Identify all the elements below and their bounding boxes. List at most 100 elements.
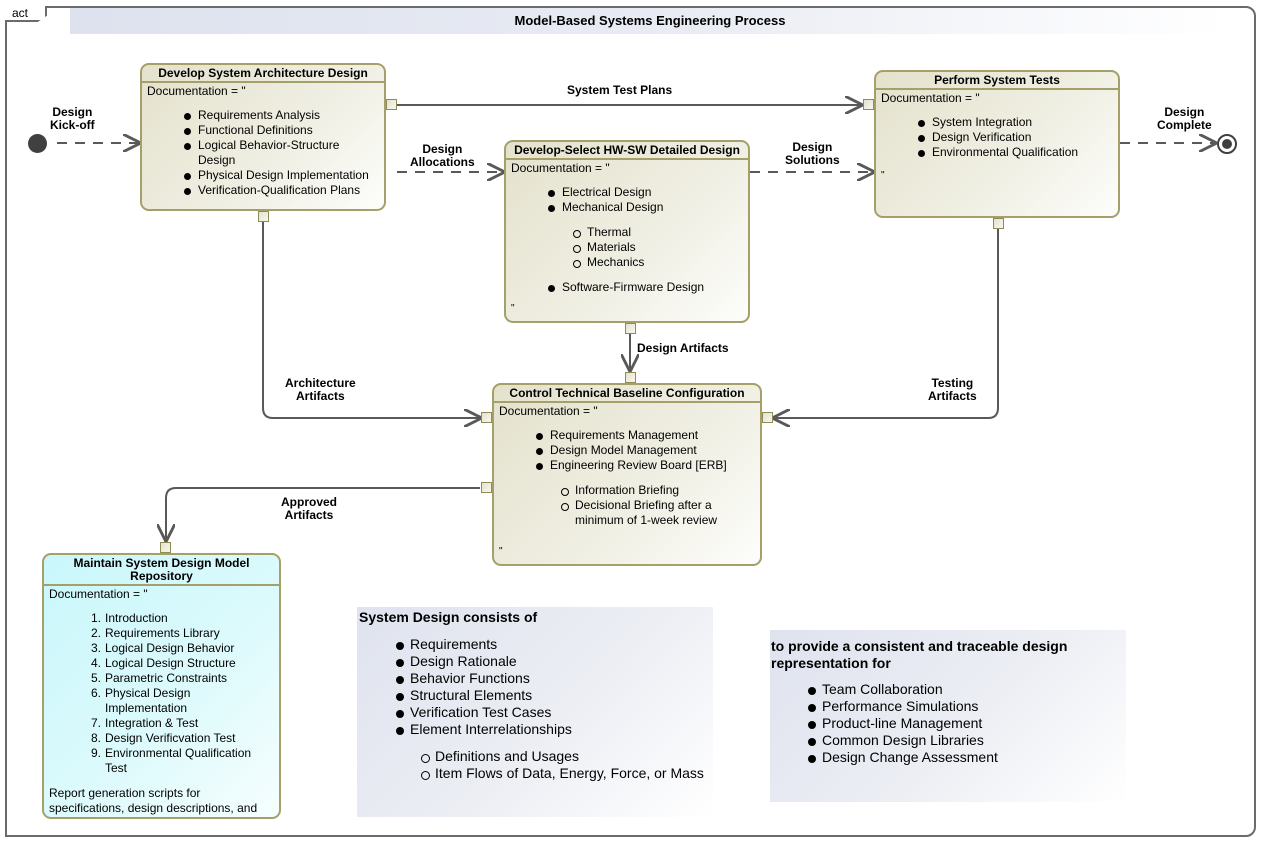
list-item: 6. Physical Design Implementation (91, 686, 274, 716)
action-perform-system-tests[interactable]: Perform System Tests Documentation = " S… (874, 70, 1120, 218)
list-item: Element Interrelationships (396, 721, 711, 738)
list-item: Logical Behavior-Structure Design (184, 138, 379, 168)
label-line: Architecture (285, 376, 356, 390)
bullet-list: Software-Firmware Design (548, 280, 743, 295)
doc-open: Documentation = " (499, 404, 598, 418)
doc-open: Documentation = " (49, 587, 148, 601)
list-number: 8. (90, 731, 101, 745)
edge-architecture-artifacts[interactable] (262, 222, 480, 418)
list-number: 2. (90, 626, 101, 640)
edge-approved-artifacts[interactable] (166, 487, 480, 540)
list-item: Requirements (396, 636, 711, 653)
flow-label-approved-artifacts: Approved Artifacts (281, 496, 337, 522)
doc-close: " (499, 546, 503, 557)
doc-close: " (511, 303, 515, 314)
note-purpose: to provide a consistent and traceable de… (770, 630, 1126, 802)
action-title: Develop System Architecture Design (142, 65, 384, 83)
list-item: 5.Parametric Constraints (91, 671, 274, 686)
list-item: Team Collaboration (808, 681, 1125, 698)
list-item: Mechanics (573, 255, 743, 270)
list-item: Engineering Review Board [ERB] (536, 458, 755, 473)
list-item: 7.Integration & Test (91, 716, 274, 731)
output-pin-testing-artifacts[interactable] (993, 218, 1004, 229)
diagram-title-bar: Model-Based Systems Engineering Process (70, 8, 1230, 34)
list-item: Definitions and Usages (421, 748, 711, 765)
list-item-text: Integration & Test (105, 716, 199, 730)
list-item: Verification Test Cases (396, 704, 711, 721)
label-line: Design (422, 142, 463, 156)
initial-node[interactable] (28, 134, 47, 153)
action-title: Maintain System Design Model Repository (44, 555, 279, 586)
flow-label-testing-artifacts: Testing Artifacts (928, 377, 977, 403)
list-item-text: Physical Design Implementation (105, 686, 191, 715)
action-documentation: Documentation = " Requirements Managemen… (494, 403, 760, 560)
input-pin-design-artifacts[interactable] (625, 372, 636, 383)
list-number: 9. (90, 746, 101, 760)
report-scripts-text: Report generation scripts for specificat… (49, 786, 258, 817)
list-number: 1. (90, 611, 101, 625)
output-pin-approved-artifacts[interactable] (481, 482, 492, 493)
list-item: 8. Design Verificvation Test (91, 731, 274, 746)
action-maintain-repository[interactable]: Maintain System Design Model Repository … (42, 553, 281, 819)
list-item: Behavior Functions (396, 670, 711, 687)
list-item-text: Introduction (105, 611, 168, 625)
list-number: 5. (90, 671, 101, 685)
list-item: Product-line Management (808, 715, 1125, 732)
flow-label-design-allocations: Design Allocations (410, 143, 475, 169)
list-item: Software-Firmware Design (548, 280, 743, 295)
final-node-dot (1222, 139, 1232, 149)
action-detailed-design[interactable]: Develop-Select HW-SW Detailed Design Doc… (504, 140, 750, 323)
action-control-baseline[interactable]: Control Technical Baseline Configuration… (492, 383, 762, 566)
list-item: Design Model Management (536, 443, 755, 458)
list-item-text: Design Verificvation Test (105, 731, 236, 745)
doc-close: " (881, 170, 885, 181)
doc-open: Documentation = " (147, 84, 246, 98)
input-pin-system-test-plans[interactable] (863, 99, 874, 110)
list-item: Verification-Qualification Plans (184, 183, 379, 198)
action-develop-architecture[interactable]: Develop System Architecture Design Docum… (140, 63, 386, 211)
edge-testing-artifacts[interactable] (774, 229, 999, 418)
input-pin-approved-artifacts[interactable] (160, 542, 171, 553)
output-pin-system-test-plans[interactable] (386, 99, 397, 110)
action-title: Perform System Tests (876, 72, 1118, 90)
doc-open: Documentation = " (511, 161, 610, 175)
flow-label-system-test-plans: System Test Plans (567, 83, 673, 97)
list-item: Design Verification (918, 130, 1113, 145)
label-line: Design (52, 105, 93, 119)
list-item: Requirements Analysis (184, 108, 379, 123)
label-line: Artifacts (296, 389, 345, 403)
list-item: Decisional Briefing after a minimum of 1… (561, 498, 726, 528)
list-item: Electrical Design (548, 185, 743, 200)
flow-label-design-solutions: Design Solutions (785, 141, 840, 167)
list-item: Common Design Libraries (808, 732, 1125, 749)
output-pin-architecture-artifacts[interactable] (258, 211, 269, 222)
note-heading: to provide a consistent and traceable de… (771, 638, 1068, 671)
label-line: Artifacts (284, 508, 334, 522)
diagram-kind-tag: act (5, 6, 47, 22)
list-number: 6. (90, 686, 101, 700)
label-line: Design (792, 140, 833, 154)
label-line: Kick-off (50, 118, 95, 132)
label-line: Approved (281, 495, 338, 509)
action-title: Develop-Select HW-SW Detailed Design (506, 142, 748, 160)
label-line: Testing (931, 376, 974, 390)
label-line: Artifacts (928, 389, 977, 403)
list-item: 1. Introduction (91, 611, 274, 626)
output-pin-design-artifacts[interactable] (625, 323, 636, 334)
label-line: Complete (1157, 118, 1212, 132)
input-pin-architecture-artifacts[interactable] (481, 412, 492, 423)
note-heading: System Design consists of (359, 609, 538, 625)
input-pin-testing-artifacts[interactable] (762, 412, 773, 423)
activity-final-node[interactable] (1217, 134, 1237, 154)
